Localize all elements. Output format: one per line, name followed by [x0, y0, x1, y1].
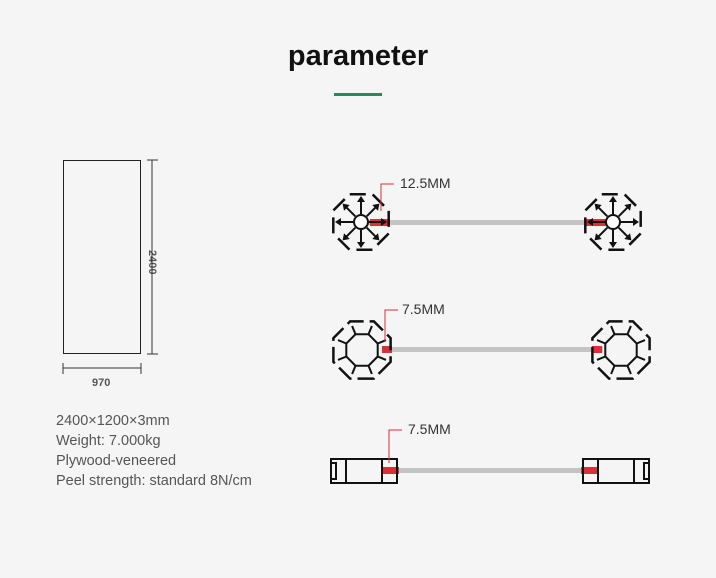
octagon-rod-highlight-left	[382, 346, 392, 353]
rail-gap-label: 7.5MM	[408, 421, 451, 437]
rail-profile-left	[330, 458, 398, 484]
spoked-wheel-left	[332, 193, 390, 251]
spec-size: 2400×1200×3mm	[56, 413, 170, 429]
octagon-gap-label: 7.5MM	[402, 301, 445, 317]
octagon-gap-callout	[384, 309, 398, 342]
octagon-profile-right	[591, 320, 651, 380]
octagon-rod-diagram: 7.5MM	[332, 301, 651, 380]
wheel-gap-label: 12.5MM	[400, 175, 451, 191]
spec-material: Plywood-veneered	[56, 453, 177, 469]
wheel-rod	[362, 220, 612, 225]
rail-rod-highlight-right	[581, 467, 598, 474]
rail-rod	[396, 468, 584, 473]
rail-gap-callout	[388, 429, 402, 463]
spec-peel-strength: Peel strength: standard 8N/cm	[56, 473, 252, 489]
panel-dimension-lines	[62, 159, 158, 374]
octagon-rod	[385, 347, 603, 352]
octagon-rod-highlight-right	[592, 346, 602, 353]
rail-rod-highlight-left	[382, 467, 399, 474]
wheel-rod-diagram: 12.5MM	[332, 175, 642, 251]
spec-weight: Weight: 7.000kg	[56, 433, 161, 449]
spec-list: 2400×1200×3mm Weight: 7.000kg Plywood-ve…	[56, 411, 252, 491]
rail-profile-right	[582, 458, 650, 484]
spoked-wheel-right	[584, 193, 642, 251]
rail-rod-diagram: 7.5MM	[330, 421, 650, 484]
panel-outline	[63, 160, 141, 354]
wheel-gap-callout	[380, 183, 394, 211]
title-underline	[334, 93, 382, 96]
panel-width-label: 970	[92, 377, 111, 389]
page-title: parameter	[287, 40, 429, 72]
